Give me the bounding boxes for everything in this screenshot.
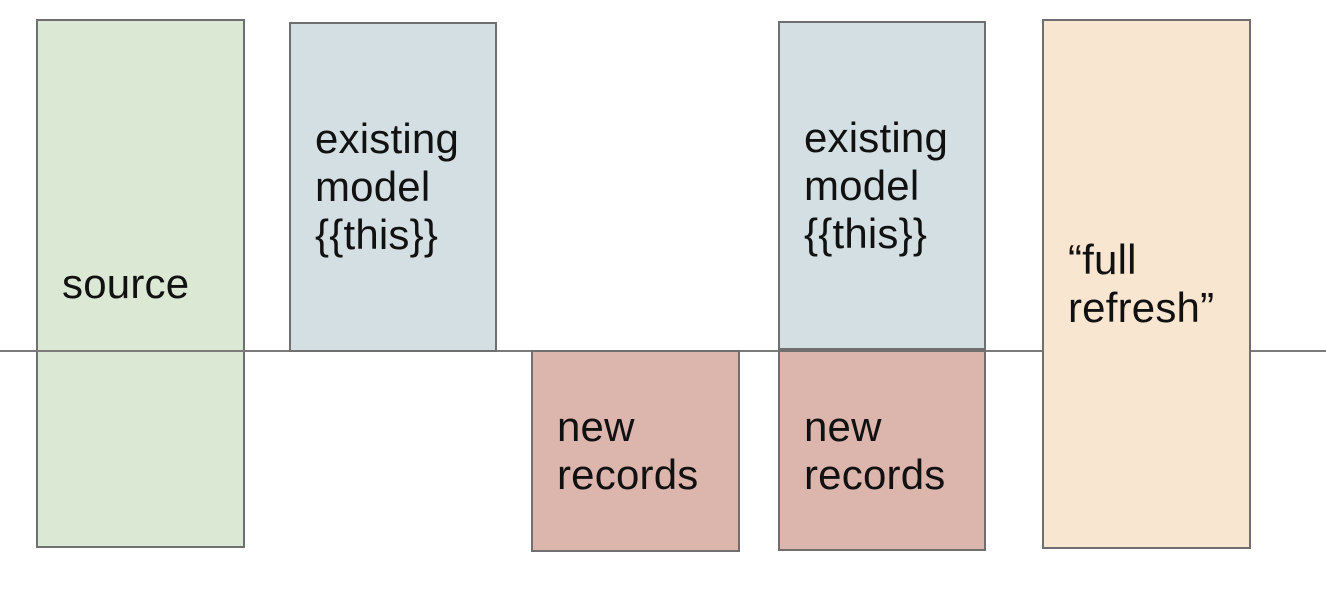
new-records-box-2: new records [778,350,986,551]
new-records-box-1: new records [531,350,740,552]
new-records-box-2-label: new records [804,402,946,498]
full-refresh-box-label: “full refresh” [1068,236,1215,331]
source-box-label: source [62,259,190,307]
existing-model-box-2: existing model {{this}} [778,21,986,350]
new-records-box-1-label: new records [557,403,699,498]
existing-model-box-1-label: existing model {{this}} [315,115,460,258]
source-box: source [36,19,245,548]
existing-model-box-2-label: existing model {{this}} [804,113,949,257]
full-refresh-box: “full refresh” [1042,19,1251,549]
existing-model-box-1: existing model {{this}} [289,22,497,352]
